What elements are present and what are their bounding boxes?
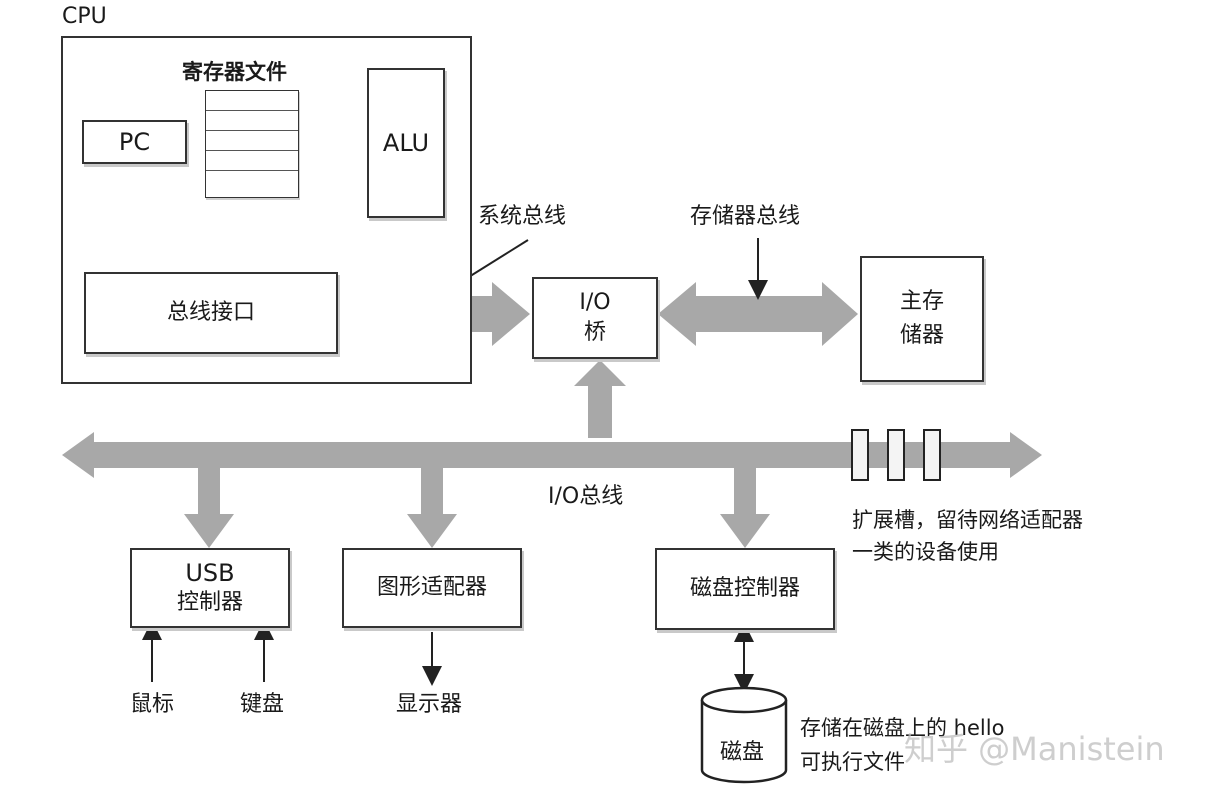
iobus-graphics-arrow	[407, 468, 457, 548]
display-label: 显示器	[396, 692, 463, 717]
disk-file-label-2: 可执行文件	[800, 750, 905, 774]
io-bridge-label-2: 桥	[583, 320, 606, 345]
register-row	[206, 91, 298, 111]
usb-controller-box: USB 控制器	[130, 548, 290, 628]
register-row	[206, 171, 298, 191]
disk-file-label-1: 存储在磁盘上的 hello	[800, 716, 1005, 740]
bus-interface-label: 总线接口	[166, 300, 255, 325]
register-file	[205, 90, 299, 198]
iobus-usb-arrow	[184, 468, 234, 548]
graphics-adapter-box: 图形适配器	[342, 548, 522, 628]
expansion-slots-label-2: 一类的设备使用	[852, 540, 999, 564]
disk-controller-box: 磁盘控制器	[655, 548, 835, 630]
keyboard-label: 键盘	[240, 692, 285, 717]
iobus-disk-arrow	[720, 468, 770, 548]
io-bus-arrow	[62, 432, 1042, 478]
mouse-label: 鼠标	[130, 692, 175, 717]
disk-label: 磁盘	[720, 740, 765, 765]
memory-bus-arrow	[658, 282, 858, 346]
register-file-label: 寄存器文件	[182, 60, 287, 84]
io-bridge-box: I/O 桥	[532, 277, 658, 359]
main-memory-box: 主存 储器	[860, 256, 984, 382]
usb-label-1: USB	[185, 559, 235, 587]
alu-box: ALU	[367, 68, 445, 218]
usb-label-2: 控制器	[176, 590, 243, 615]
expansion-slots-icon	[851, 429, 941, 481]
register-row	[206, 151, 298, 171]
bridge-iobus-arrow	[574, 360, 626, 438]
alu-label: ALU	[382, 129, 430, 157]
pc-label: PC	[118, 128, 151, 156]
disk-controller-label: 磁盘控制器	[689, 576, 800, 601]
io-bus-label: I/O总线	[548, 484, 624, 509]
system-bus-label: 系统总线	[478, 204, 567, 229]
register-row	[206, 111, 298, 131]
register-row	[206, 131, 298, 151]
main-memory-label-2: 储器	[899, 323, 944, 348]
graphics-adapter-label: 图形适配器	[376, 575, 487, 600]
main-memory-label-1: 主存	[899, 289, 944, 314]
cpu-label: CPU	[62, 4, 107, 29]
watermark: 知乎 @Manistein	[904, 730, 1165, 768]
expansion-slots-label-1: 扩展槽，留待网络适配器	[852, 508, 1083, 532]
pc-register: PC	[82, 120, 187, 164]
disk-cylinder-icon	[700, 686, 788, 784]
io-bridge-label-1: I/O	[579, 290, 611, 315]
memory-bus-label: 存储器总线	[690, 204, 801, 229]
bus-interface-box: 总线接口	[84, 272, 338, 354]
